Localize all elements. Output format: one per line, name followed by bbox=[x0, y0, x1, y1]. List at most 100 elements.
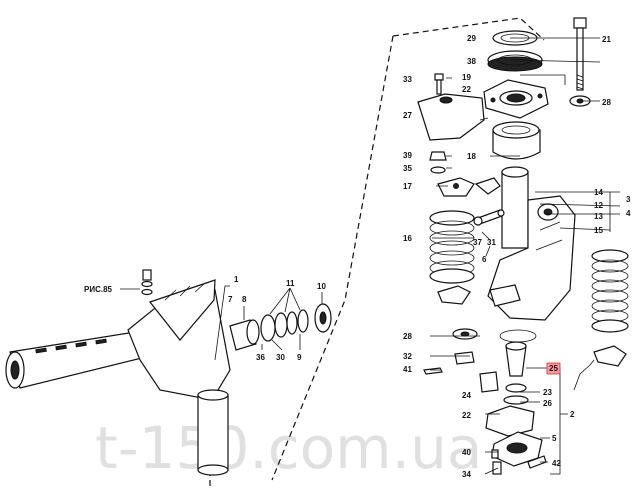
callout-14: 14 bbox=[594, 188, 603, 197]
part-clamp-lower-left bbox=[437, 285, 471, 305]
callout-26: 26 bbox=[543, 399, 552, 408]
callout-16: 16 bbox=[403, 234, 412, 243]
top-cap-stack bbox=[487, 30, 543, 72]
part-33-bolt bbox=[434, 73, 444, 95]
callout-21: 21 bbox=[602, 35, 611, 44]
callout-22-lower: 22 bbox=[462, 411, 471, 420]
axle-tube bbox=[9, 331, 151, 389]
knuckle-shaft bbox=[501, 171, 529, 249]
part-30-ring bbox=[260, 314, 276, 342]
part-41-pin bbox=[423, 367, 443, 375]
part-18-cup bbox=[492, 121, 541, 160]
callout-24: 24 bbox=[462, 391, 471, 400]
callout-37: 37 bbox=[473, 238, 482, 247]
callout-22-top: 22 bbox=[462, 85, 471, 94]
callout-6: 6 bbox=[482, 255, 487, 264]
part-23-ring bbox=[505, 383, 527, 393]
part-36-end bbox=[246, 319, 260, 345]
callout-1: 1 bbox=[234, 275, 239, 284]
callout-38: 38 bbox=[467, 57, 476, 66]
callout-33: 33 bbox=[403, 75, 412, 84]
part-10-cap-bore bbox=[319, 311, 327, 325]
parts-37-31-bolt bbox=[473, 209, 505, 226]
dashed-boundary-top bbox=[392, 17, 545, 41]
watermark: t-150.com.ua bbox=[95, 414, 482, 482]
part-40-pin bbox=[491, 449, 499, 459]
callout-42: 42 bbox=[552, 459, 561, 468]
callout-13: 13 bbox=[594, 212, 603, 221]
callout-25-highlight bbox=[546, 362, 561, 375]
callout-28-lower: 28 bbox=[403, 332, 412, 341]
callout-3: 3 bbox=[626, 195, 631, 204]
housing-washer-2 bbox=[141, 288, 153, 296]
callout-17: 17 bbox=[403, 182, 412, 191]
long-bolt-head bbox=[573, 17, 587, 29]
callout-27: 27 bbox=[403, 111, 412, 120]
callout-18: 18 bbox=[467, 152, 476, 161]
part-34-bolt bbox=[492, 461, 502, 475]
left-leaders bbox=[214, 285, 323, 361]
callout-36: 36 bbox=[256, 353, 265, 362]
part-26-ring bbox=[503, 395, 529, 405]
lower-stack bbox=[479, 371, 547, 475]
part-washer-b bbox=[286, 311, 298, 335]
callout-25: 25 bbox=[549, 364, 558, 373]
king-pin-top bbox=[197, 389, 229, 401]
callout-12: 12 bbox=[594, 201, 603, 210]
callout-35: 35 bbox=[403, 164, 412, 173]
callout-10: 10 bbox=[317, 282, 326, 291]
callout-32: 32 bbox=[403, 352, 412, 361]
callout-7: 7 bbox=[228, 295, 233, 304]
callout-29: 29 bbox=[467, 34, 476, 43]
callout-28-top: 28 bbox=[602, 98, 611, 107]
callout-2: 2 bbox=[570, 410, 575, 419]
housing-bolt bbox=[142, 269, 152, 281]
parts-39-35-nuts bbox=[429, 151, 447, 174]
part-17-clamp bbox=[437, 177, 475, 197]
axle-tube-slots bbox=[35, 338, 107, 354]
part-9-seal bbox=[297, 309, 309, 333]
parts-28-32-41 bbox=[423, 328, 478, 375]
housing-washer-1 bbox=[141, 280, 153, 288]
callout-30: 30 bbox=[276, 353, 285, 362]
seal-ring bbox=[499, 329, 537, 343]
callout-8: 8 bbox=[242, 295, 247, 304]
part-16-spring-left bbox=[429, 210, 475, 284]
spring-right bbox=[591, 249, 629, 367]
callout-19: 19 bbox=[462, 73, 471, 82]
figure-reference-label: РИС.85 bbox=[84, 285, 113, 294]
axle-tube-bore bbox=[10, 360, 20, 380]
left-bushing-stack bbox=[229, 303, 332, 351]
housing-bracket bbox=[149, 279, 216, 341]
long-bolt-shank bbox=[576, 27, 584, 91]
part-washer-a bbox=[274, 312, 288, 338]
part-24-bushing bbox=[479, 371, 499, 393]
callout-11: 11 bbox=[286, 279, 295, 288]
callout-39: 39 bbox=[403, 151, 412, 160]
axle-housing bbox=[5, 269, 231, 476]
part-19-flange bbox=[483, 79, 549, 119]
callout-5: 5 bbox=[552, 434, 557, 443]
callout-4: 4 bbox=[626, 209, 631, 218]
callout-34: 34 bbox=[462, 470, 471, 479]
part-38-bearing-side bbox=[487, 56, 543, 72]
callout-41: 41 bbox=[403, 365, 412, 374]
callout-31: 31 bbox=[487, 238, 496, 247]
callout-labels: 29 21 38 33 19 22 28 27 18 39 35 17 14 3… bbox=[228, 34, 631, 479]
callout-23: 23 bbox=[543, 388, 552, 397]
part-27-bracket bbox=[417, 93, 485, 141]
part-clamp-small bbox=[474, 177, 501, 195]
callout-15: 15 bbox=[594, 226, 603, 235]
steering-knuckle bbox=[487, 166, 576, 321]
king-pin-lower bbox=[197, 394, 229, 471]
callout-40: 40 bbox=[462, 448, 471, 457]
callout-9: 9 bbox=[297, 353, 302, 362]
part-22-plate bbox=[485, 405, 535, 437]
bracket-ribs bbox=[164, 282, 206, 301]
king-pin-end bbox=[197, 464, 229, 476]
part-32-nut bbox=[454, 351, 475, 365]
part-25-sleeve bbox=[505, 341, 527, 377]
right-leaders bbox=[430, 37, 621, 475]
